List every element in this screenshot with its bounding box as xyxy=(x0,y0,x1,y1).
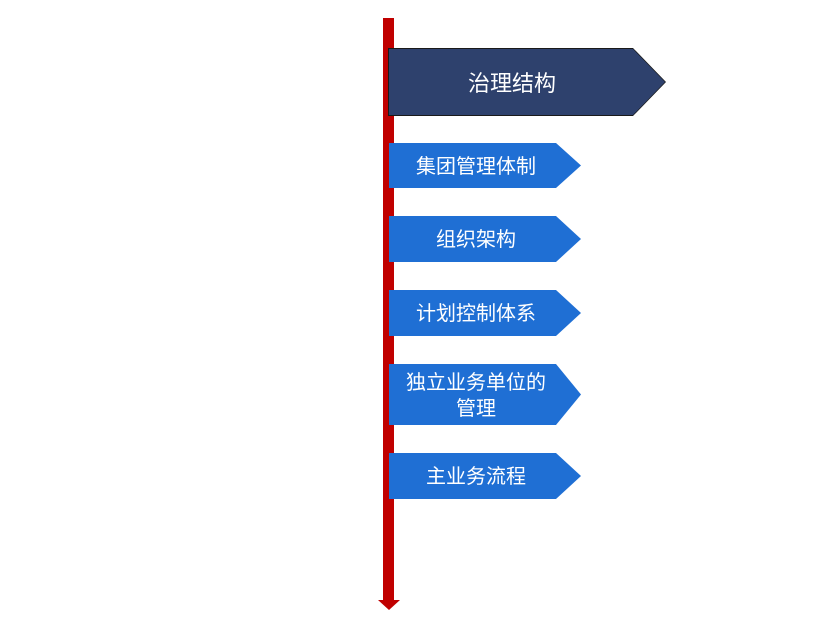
main-tag-governance-structure: 治理结构 xyxy=(389,49,665,115)
sub-tag-label: 组织架构 xyxy=(436,227,516,251)
sub-tag-label: 主业务流程 xyxy=(426,464,526,488)
sub-tag-label: 独立业务单位的管理 xyxy=(406,369,546,420)
timeline-line xyxy=(383,18,394,601)
sub-tag-group-management-system: 集团管理体制 xyxy=(389,143,581,188)
sub-tag-independent-business-unit-management: 独立业务单位的管理 xyxy=(389,364,581,425)
sub-tag-label: 集团管理体制 xyxy=(416,153,536,178)
sub-tag-label: 计划控制体系 xyxy=(416,301,536,325)
sub-tag-main-business-process: 主业务流程 xyxy=(389,453,581,499)
sub-tag-organization-structure: 组织架构 xyxy=(389,216,581,262)
sub-tag-planning-control-system: 计划控制体系 xyxy=(389,290,581,336)
main-tag-label: 治理结构 xyxy=(467,72,556,97)
timeline-arrow-head xyxy=(378,600,400,610)
